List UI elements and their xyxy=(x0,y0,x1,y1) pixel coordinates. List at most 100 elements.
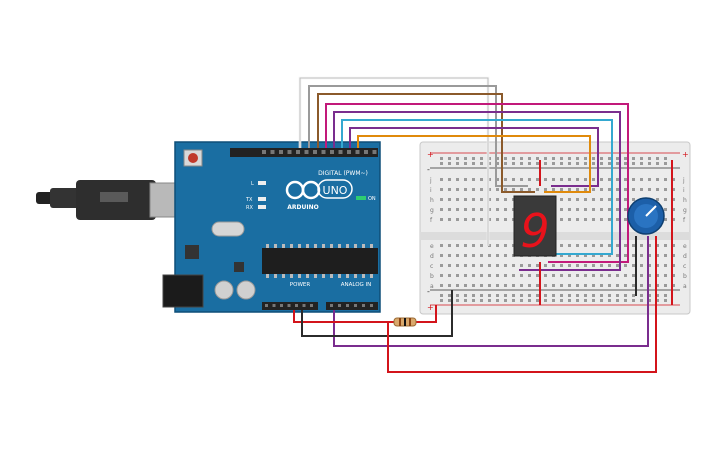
breadboard-hole[interactable] xyxy=(648,244,651,247)
breadboard-hole[interactable] xyxy=(672,284,675,287)
breadboard-hole[interactable] xyxy=(568,178,571,181)
breadboard-hole[interactable] xyxy=(536,284,539,287)
breadboard-hole[interactable] xyxy=(584,274,587,277)
breadboard-hole[interactable] xyxy=(576,264,579,267)
breadboard-hole[interactable] xyxy=(560,294,563,297)
analog-pin-A2[interactable] xyxy=(346,304,349,307)
breadboard-hole[interactable] xyxy=(488,208,491,211)
breadboard-hole[interactable] xyxy=(560,178,563,181)
breadboard-hole[interactable] xyxy=(472,188,475,191)
breadboard-hole[interactable] xyxy=(464,208,467,211)
breadboard-hole[interactable] xyxy=(592,208,595,211)
breadboard-hole[interactable] xyxy=(632,198,635,201)
breadboard-hole[interactable] xyxy=(520,264,523,267)
breadboard-hole[interactable] xyxy=(464,157,467,160)
breadboard-hole[interactable] xyxy=(544,264,547,267)
breadboard-hole[interactable] xyxy=(544,274,547,277)
breadboard-hole[interactable] xyxy=(624,244,627,247)
breadboard-hole[interactable] xyxy=(488,188,491,191)
breadboard-hole[interactable] xyxy=(480,208,483,211)
breadboard-hole[interactable] xyxy=(504,157,507,160)
breadboard-hole[interactable] xyxy=(504,208,507,211)
breadboard-hole[interactable] xyxy=(472,294,475,297)
breadboard-hole[interactable] xyxy=(592,284,595,287)
breadboard-hole[interactable] xyxy=(616,264,619,267)
analog-pin-A3[interactable] xyxy=(354,304,357,307)
power-pin-3.3V[interactable] xyxy=(280,304,283,307)
breadboard-hole[interactable] xyxy=(576,198,579,201)
breadboard-hole[interactable] xyxy=(504,254,507,257)
breadboard-hole[interactable] xyxy=(560,299,563,302)
breadboard-hole[interactable] xyxy=(552,294,555,297)
breadboard-hole[interactable] xyxy=(496,264,499,267)
breadboard-hole[interactable] xyxy=(672,188,675,191)
digital-pin-2[interactable] xyxy=(355,150,360,154)
breadboard-hole[interactable] xyxy=(640,264,643,267)
breadboard-hole[interactable] xyxy=(496,162,499,165)
power-jack[interactable] xyxy=(162,274,204,308)
digital-pin-~9[interactable] xyxy=(296,150,300,154)
breadboard-hole[interactable] xyxy=(600,198,603,201)
breadboard-hole[interactable] xyxy=(624,218,627,221)
breadboard-hole[interactable] xyxy=(664,254,667,257)
breadboard-hole[interactable] xyxy=(440,264,443,267)
breadboard-hole[interactable] xyxy=(600,244,603,247)
breadboard-hole[interactable] xyxy=(568,218,571,221)
breadboard-hole[interactable] xyxy=(464,274,467,277)
breadboard-hole[interactable] xyxy=(456,254,459,257)
seven-segment-display[interactable]: 9 xyxy=(513,195,557,258)
breadboard-hole[interactable] xyxy=(456,274,459,277)
breadboard-hole[interactable] xyxy=(608,157,611,160)
breadboard-hole[interactable] xyxy=(496,208,499,211)
breadboard-hole[interactable] xyxy=(640,244,643,247)
breadboard-hole[interactable] xyxy=(608,208,611,211)
breadboard-hole[interactable] xyxy=(528,157,531,160)
breadboard-hole[interactable] xyxy=(472,178,475,181)
breadboard-hole[interactable] xyxy=(512,274,515,277)
wire-orange[interactable] xyxy=(357,135,591,193)
breadboard-hole[interactable] xyxy=(496,254,499,257)
breadboard-hole[interactable] xyxy=(592,218,595,221)
breadboard-hole[interactable] xyxy=(672,198,675,201)
breadboard-hole[interactable] xyxy=(440,254,443,257)
digital-pin-TX▶1[interactable] xyxy=(364,150,368,154)
breadboard-hole[interactable] xyxy=(592,294,595,297)
breadboard-hole[interactable] xyxy=(536,264,539,267)
breadboard-hole[interactable] xyxy=(592,157,595,160)
breadboard-hole[interactable] xyxy=(552,299,555,302)
breadboard-hole[interactable] xyxy=(440,198,443,201)
breadboard-hole[interactable] xyxy=(472,274,475,277)
breadboard-hole[interactable] xyxy=(616,218,619,221)
power-pin-GND[interactable] xyxy=(295,304,298,307)
breadboard-hole[interactable] xyxy=(512,299,515,302)
breadboard-hole[interactable] xyxy=(456,218,459,221)
breadboard-hole[interactable] xyxy=(584,162,587,165)
potentiometer[interactable] xyxy=(627,197,665,235)
breadboard-hole[interactable] xyxy=(472,198,475,201)
breadboard-hole[interactable] xyxy=(624,198,627,201)
breadboard-hole[interactable] xyxy=(520,162,523,165)
breadboard-hole[interactable] xyxy=(584,284,587,287)
breadboard-hole[interactable] xyxy=(576,294,579,297)
breadboard-hole[interactable] xyxy=(608,218,611,221)
breadboard-hole[interactable] xyxy=(624,162,627,165)
usb-cable[interactable] xyxy=(36,180,206,220)
wire-brown[interactable] xyxy=(317,93,535,193)
breadboard-hole[interactable] xyxy=(496,284,499,287)
breadboard-hole[interactable] xyxy=(448,294,451,297)
breadboard-hole[interactable] xyxy=(600,254,603,257)
breadboard-hole[interactable] xyxy=(576,188,579,191)
breadboard-hole[interactable] xyxy=(624,284,627,287)
breadboard-hole[interactable] xyxy=(584,208,587,211)
breadboard-hole[interactable] xyxy=(520,157,523,160)
breadboard-hole[interactable] xyxy=(560,264,563,267)
breadboard-hole[interactable] xyxy=(560,162,563,165)
breadboard-hole[interactable] xyxy=(576,274,579,277)
breadboard-hole[interactable] xyxy=(648,284,651,287)
breadboard-hole[interactable] xyxy=(656,188,659,191)
breadboard-hole[interactable] xyxy=(464,218,467,221)
breadboard-hole[interactable] xyxy=(584,299,587,302)
breadboard-hole[interactable] xyxy=(520,274,523,277)
breadboard-hole[interactable] xyxy=(624,208,627,211)
breadboard-hole[interactable] xyxy=(632,284,635,287)
